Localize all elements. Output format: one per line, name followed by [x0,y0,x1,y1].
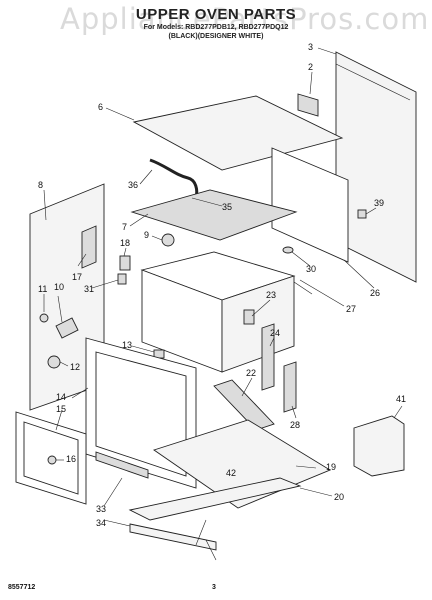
callout-2: 2 [308,62,313,72]
color-variants: (BLACK)(DESIGNER WHITE) [168,33,264,40]
callout-33: 33 [96,504,106,514]
callout-7: 7 [122,222,127,232]
part-20-trim [128,477,302,521]
part-6-top-panel [132,95,344,171]
page-number: 3 [212,584,216,591]
part-39-screw [357,209,367,219]
callout-23: 23 [266,290,276,300]
diagram-header: UPPER OVEN PARTS For Models: RBD277PDB12… [0,6,432,41]
part-34-trim [129,523,217,551]
leader-lines [43,47,403,561]
part-2-bracket [297,93,319,117]
part-31-clip [117,273,127,285]
part-28-hinge [283,361,297,413]
callout-labels: 3 2 6 36 8 35 7 39 9 18 17 30 11 10 31 2… [38,42,406,528]
part-22-rail [213,379,275,431]
callout-6: 6 [98,102,103,112]
callout-22: 22 [246,368,256,378]
part-10-light-assembly [55,317,79,339]
part-12-bulb [47,355,61,369]
part-24-bracket [261,323,275,391]
part-17-bracket [81,225,97,269]
callout-35: 35 [222,202,232,212]
callout-26: 26 [370,288,380,298]
callout-12: 12 [70,362,80,372]
callout-42: 42 [226,468,236,478]
callout-30: 30 [306,264,316,274]
callout-8: 8 [38,180,43,190]
part-30-grommet [282,246,294,254]
callout-3: 3 [308,42,313,52]
part-18-switch [119,255,131,271]
callout-27: 27 [346,304,356,314]
callout-20: 20 [334,492,344,502]
callout-16: 16 [66,454,76,464]
callout-17: 17 [72,272,82,282]
callout-9: 9 [144,230,149,240]
callout-41: 41 [396,394,406,404]
callout-19: 19 [326,462,336,472]
callout-31: 31 [84,284,94,294]
callout-14: 14 [56,392,66,402]
part-11-light-socket [39,313,49,323]
callout-24: 24 [270,328,280,338]
callout-11: 11 [38,284,47,294]
callout-39: 39 [374,198,384,208]
callout-36: 36 [128,180,138,190]
part-36-wire-harness [149,158,199,199]
page-title: UPPER OVEN PARTS [135,6,297,23]
part-33-vent [95,451,149,479]
oven-cavity-side [221,275,295,373]
callout-28: 28 [290,420,300,430]
callout-10: 10 [54,282,64,292]
part-26-rear-panel [271,147,349,263]
callout-18: 18 [120,238,130,248]
model-numbers: For Models: RBD277PDB12, RBD277PDQ12 [143,24,289,31]
part-7-top-shield [130,189,298,241]
watermark: AppliancePartsPros.com [60,2,430,36]
callout-15: 15 [56,404,66,414]
part-16-fastener [47,455,57,465]
part-41-vent-bracket [353,415,405,477]
part-23-light [243,309,255,325]
callout-34: 34 [96,518,106,528]
front-frame-opening [95,351,187,477]
callout-13: 13 [122,340,132,350]
part-9-thermostat [161,233,175,247]
diagram-part-number: 8557712 [8,584,36,591]
